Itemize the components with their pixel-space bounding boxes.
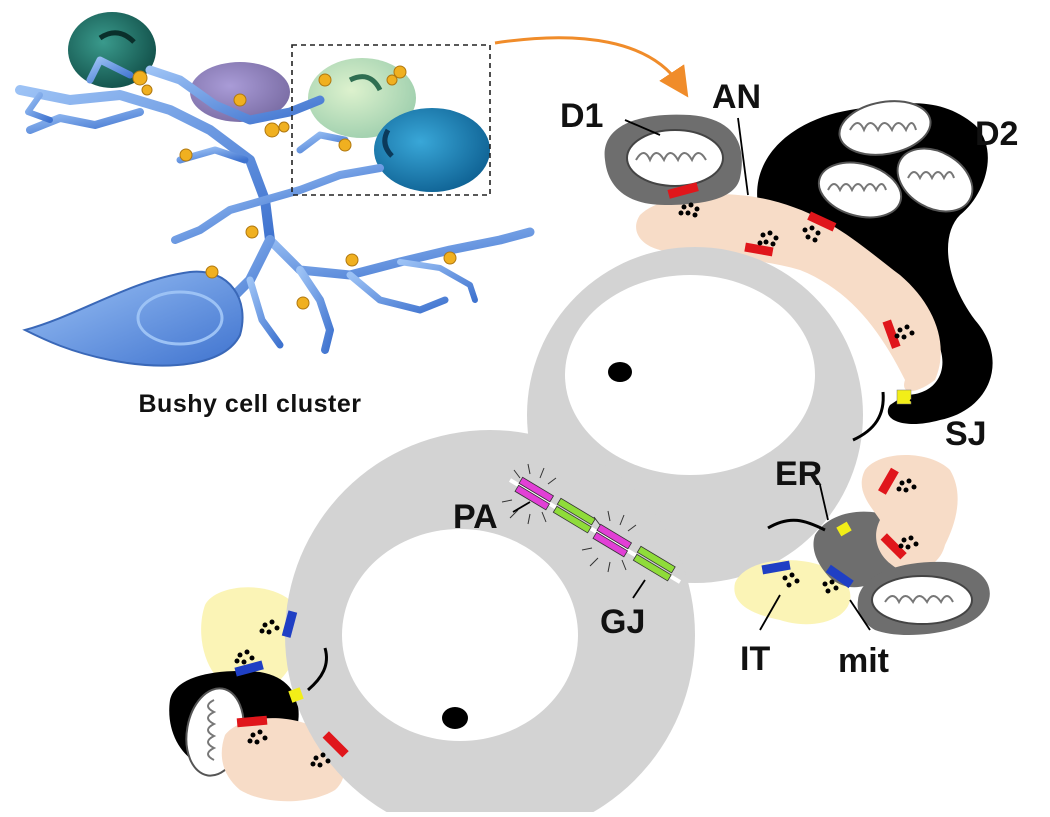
label-sj: SJ: [945, 415, 987, 453]
label-it: IT: [740, 640, 770, 678]
upper-er: [852, 391, 885, 442]
label-pa: PA: [453, 498, 498, 536]
selection-box: [291, 44, 491, 196]
label-d2: D2: [975, 115, 1018, 153]
teal-nucleus: [68, 12, 156, 88]
label-er: ER: [775, 455, 822, 493]
auditory-nerve-terminal: [636, 194, 941, 392]
cell-contacts: [501, 463, 682, 584]
lower-nucleolus: [442, 707, 468, 729]
er-right: [767, 518, 826, 532]
mitochondrion-right: [871, 575, 973, 625]
synapses-lower: [234, 610, 349, 758]
mitochondria-d2: [817, 100, 974, 219]
lower-er: [307, 647, 328, 692]
mitochondrion-d1: [626, 129, 724, 187]
diagram-labels: D1 AN D2 SJ ER PA GJ IT mit: [453, 78, 1018, 680]
bushy-cell-cluster-render: [15, 12, 689, 367]
lower-bushy-cell: [169, 430, 695, 817]
vesicles-upper: [678, 202, 919, 594]
lower-nucleus: [342, 529, 578, 741]
leader-lines: [512, 117, 969, 631]
upper-nucleus: [565, 275, 815, 475]
render-caption: Bushy cell cluster: [139, 390, 362, 418]
label-an: AN: [712, 78, 761, 116]
blue-nucleus: [374, 108, 490, 192]
label-d1: D1: [560, 97, 603, 135]
inhibitory-terminal-right: [734, 560, 851, 625]
inhibitory-terminal-left: [201, 587, 299, 687]
upper-nucleolus: [608, 362, 632, 382]
zoom-arrow: [494, 36, 689, 98]
vesicles-lower: [234, 619, 331, 768]
gap-junctions: [552, 497, 676, 582]
puncta-adherentia: [501, 463, 637, 573]
synapses-upper: [667, 182, 912, 589]
label-mit: mit: [838, 642, 889, 680]
soma-render: [22, 270, 244, 367]
label-gj: GJ: [600, 603, 645, 641]
